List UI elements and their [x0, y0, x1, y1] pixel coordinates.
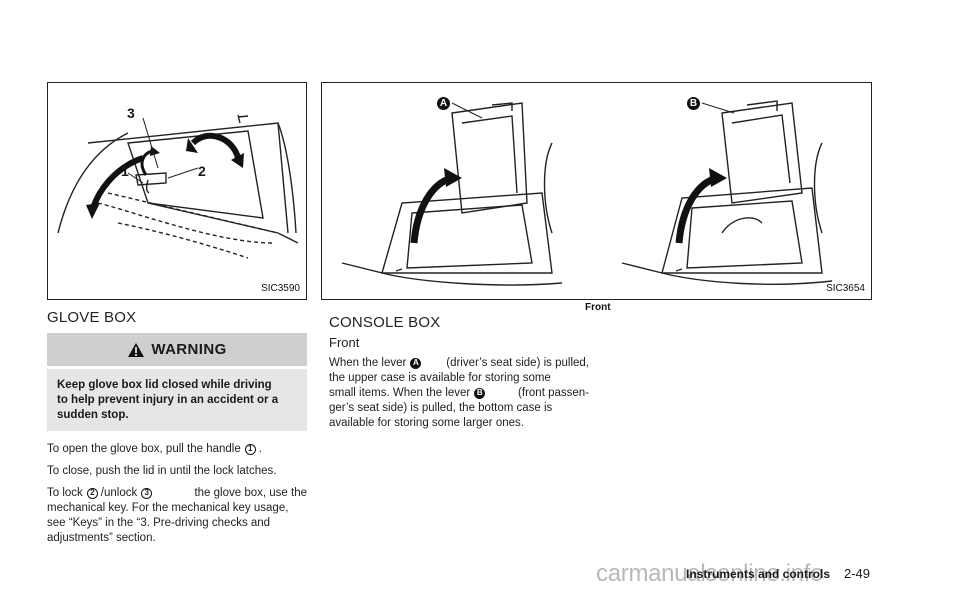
- callout-2-label: 2: [198, 163, 206, 179]
- section-heading: CONSOLE BOX: [329, 314, 441, 331]
- glove-box-figure: 3 2 1 SIC3590: [47, 82, 307, 300]
- callout-b-badge: B: [474, 387, 486, 399]
- warning-line: sudden stop.: [57, 409, 129, 421]
- glove-box-illustration: [57, 114, 299, 259]
- callout-a-label: A: [437, 97, 450, 110]
- section-heading: GLOVE BOX: [47, 309, 137, 326]
- text: available for storing some larger ones.: [329, 417, 524, 429]
- text: see “Keys” in the “3. Pre-driving checks…: [47, 517, 271, 529]
- callout-1-badge: 1: [244, 443, 256, 455]
- warning-header: WARNING: [47, 333, 307, 366]
- callout-1-label: 1: [121, 163, 129, 179]
- text: When the lever: [329, 357, 407, 369]
- subsection-heading: Front: [329, 335, 360, 350]
- callout-3-label: 3: [127, 105, 135, 121]
- text: small items. When the lever: [329, 387, 471, 399]
- warning-title: WARNING: [151, 341, 227, 358]
- text: (front passen-: [518, 387, 589, 399]
- callout-a-badge: A: [410, 357, 422, 369]
- text: adjustments” section.: [47, 532, 156, 544]
- console-box-figure: A B SIC3654: [321, 82, 872, 300]
- console-box-illustration: [341, 100, 833, 286]
- text: (driver’s seat side) is pulled,: [446, 357, 589, 369]
- warning-triangle-icon: [128, 342, 145, 357]
- text: To open the glove box, pull the handle: [47, 443, 241, 455]
- watermark: carmanualsonline.info: [596, 560, 824, 587]
- glove-close-paragraph: To close, push the lid in until the lock…: [47, 465, 277, 477]
- warning-line: to help prevent injury in an accident or…: [57, 394, 279, 406]
- figure-code: SIC3590: [261, 283, 300, 294]
- warning-line: Keep glove box lid closed while driving: [57, 379, 272, 391]
- text: To lock: [47, 487, 83, 499]
- text: ger’s seat side) is pulled, the bottom c…: [329, 402, 553, 414]
- footer-section-title: Instruments and controls: [686, 567, 831, 581]
- callout-b-label: B: [687, 97, 700, 110]
- text: .: [258, 443, 262, 455]
- warning-body: Keep glove box lid closed while driving …: [47, 369, 307, 431]
- figure-caption: Front: [585, 302, 611, 313]
- text: the upper case is available for storing …: [329, 372, 551, 384]
- figure-code: SIC3654: [826, 283, 865, 294]
- text: /unlock: [100, 487, 138, 499]
- callout-3-badge: 3: [141, 487, 153, 499]
- text: mechanical key. For the mechanical key u…: [47, 502, 289, 514]
- text: the glove box, use the: [194, 487, 307, 499]
- callout-2-badge: 2: [86, 487, 98, 499]
- page-number: 2-49: [844, 566, 871, 581]
